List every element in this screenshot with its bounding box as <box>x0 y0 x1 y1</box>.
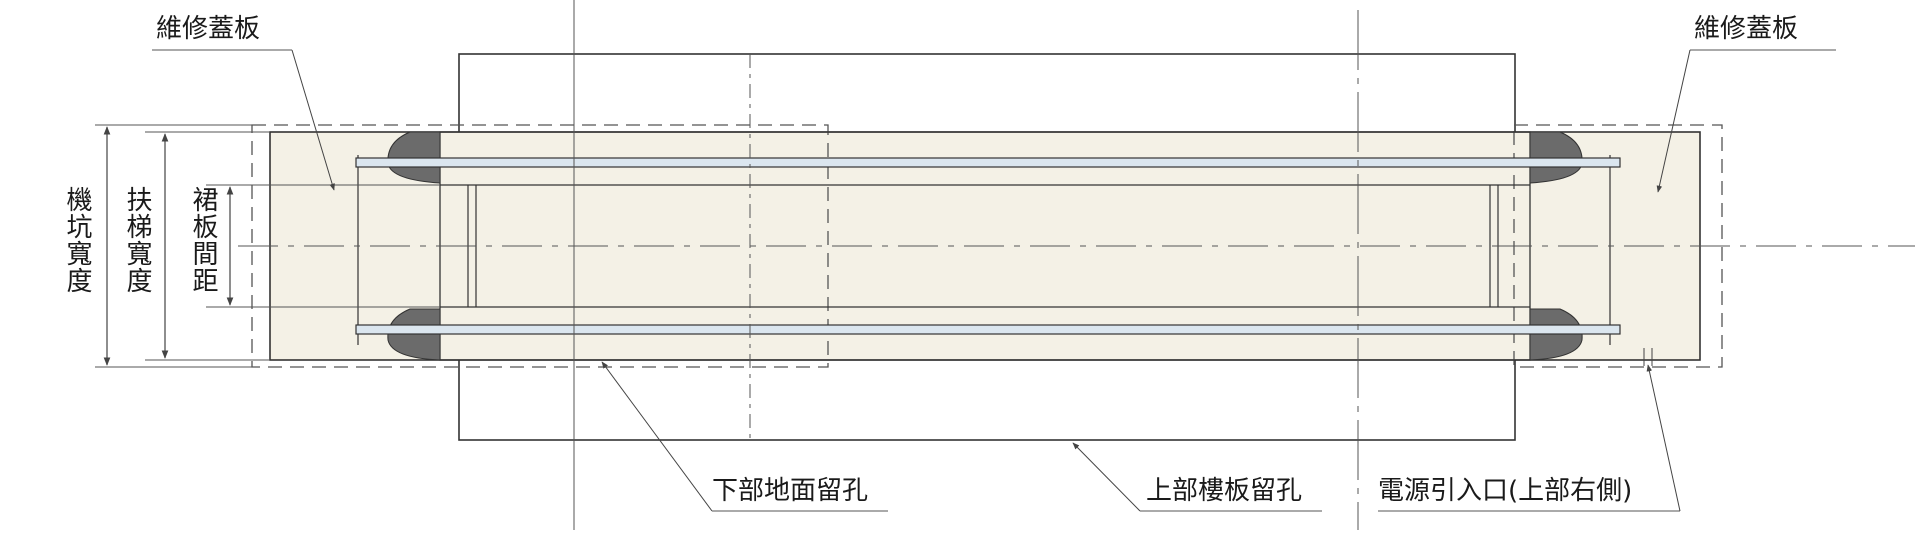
leader-power-inlet <box>1646 364 1681 512</box>
label-lower-floor-opening: 下部地面留孔 <box>712 476 869 506</box>
handrail-top <box>355 157 1621 168</box>
label-pit-width: 機坑寬度 <box>62 186 92 294</box>
handrail-bottom <box>355 324 1621 335</box>
leader-cover-right <box>1656 49 1691 193</box>
label-cover-right: 維修蓋板 <box>1694 14 1799 44</box>
label-skirt-spacing: 裙板間距 <box>188 186 218 294</box>
leader-cover-left <box>291 49 335 191</box>
label-escalator-width: 扶梯寬度 <box>122 186 152 294</box>
label-upper-floor-opening: 上部樓板留孔 <box>1146 476 1303 506</box>
label-cover-left: 維修蓋板 <box>156 14 261 44</box>
lower-floor-opening-outline <box>251 124 829 368</box>
label-power-inlet: 電源引入口(上部右側) <box>1378 476 1633 506</box>
leader-upper-opening <box>1072 442 1141 512</box>
leader-lower-opening <box>601 361 713 512</box>
